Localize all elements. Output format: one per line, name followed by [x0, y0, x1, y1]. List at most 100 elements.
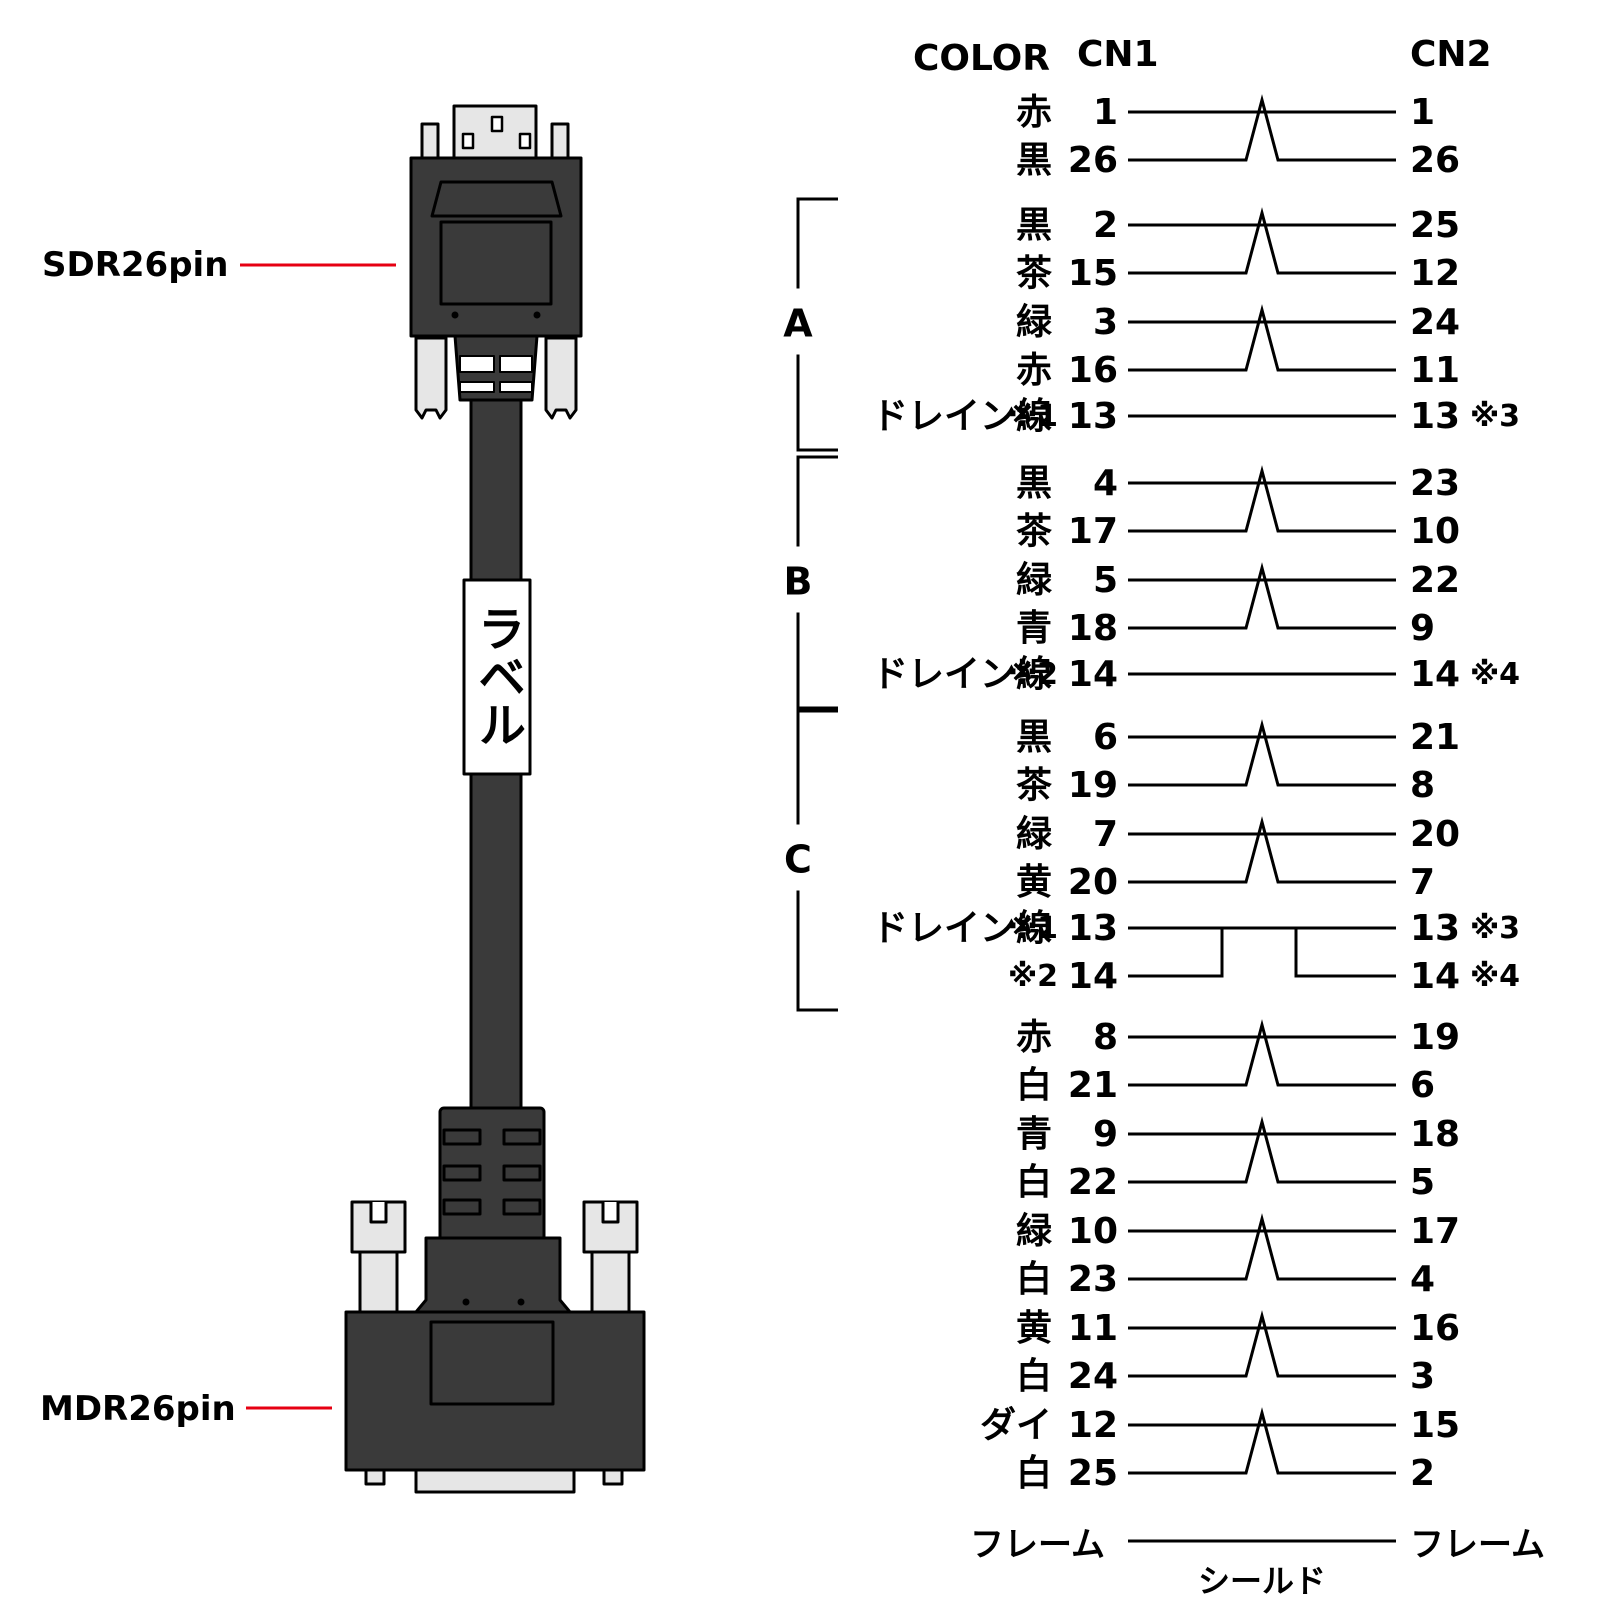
wire-color: 黒: [1016, 463, 1052, 504]
wire-color: 白: [1016, 1453, 1052, 1494]
cn1-note: ※2: [1008, 657, 1058, 692]
cn2-pin: 8: [1410, 765, 1435, 806]
cn1-pin: 16: [1068, 350, 1118, 391]
header-cn2: CN2: [1410, 34, 1492, 75]
wire-color: 赤: [1016, 1017, 1052, 1058]
wire-color: 緑: [1016, 302, 1053, 343]
header-color: COLOR: [913, 38, 1050, 79]
twist-mark: [1128, 304, 1396, 372]
header-cn1: CN1: [1077, 34, 1159, 75]
twist-mark: [1128, 1213, 1396, 1281]
cn2-pin: 19: [1410, 1017, 1460, 1058]
cn2-note: ※4: [1470, 657, 1520, 692]
wire-color: 赤: [1016, 350, 1052, 391]
cn2-note: ※4: [1470, 959, 1520, 994]
wire-color: 白: [1016, 1259, 1052, 1300]
cable-label-text: ラベル: [469, 604, 525, 748]
sdr26-connector: [409, 104, 583, 420]
group-label: B: [784, 560, 813, 604]
shield-label: シールド: [1198, 1562, 1326, 1600]
cn2-pin: 23: [1410, 463, 1460, 504]
mdr26-connector: [344, 1106, 646, 1494]
cn2-pin: 15: [1410, 1405, 1460, 1446]
cn1-pin: 11: [1068, 1308, 1118, 1349]
sdr26-label: SDR26pin: [42, 245, 228, 285]
cn2-pin: 18: [1410, 1114, 1460, 1155]
twist-mark: [1128, 1407, 1396, 1475]
wire-color: 茶: [1016, 253, 1053, 294]
group-bracket: [796, 709, 838, 1012]
group-label: A: [783, 302, 813, 346]
cn2-pin: 7: [1410, 862, 1435, 903]
cn1-pin: 10: [1068, 1211, 1118, 1252]
cn1-pin: 17: [1068, 511, 1118, 552]
twist-mark: [1128, 94, 1396, 162]
cn1-pin: 13: [1068, 908, 1118, 949]
wire-color: 白: [1016, 1162, 1052, 1203]
cn2-pin: 10: [1410, 511, 1460, 552]
cn1-pin: 25: [1068, 1453, 1118, 1494]
cn1-pin: 22: [1068, 1162, 1118, 1203]
twist-mark: [1128, 719, 1396, 787]
wire-color: 青: [1016, 1114, 1052, 1155]
cn1-note: ※2: [1008, 959, 1058, 994]
wire-color: ドレイン線: [872, 908, 1052, 949]
cn1-pin: 1: [1093, 92, 1118, 133]
cn2-pin: 3: [1410, 1356, 1435, 1397]
cn1-pin: 7: [1093, 814, 1118, 855]
cn1-pin: 3: [1093, 302, 1118, 343]
twist-mark: [1128, 1116, 1396, 1184]
cn2-pin: 6: [1410, 1065, 1435, 1106]
cn2-pin: 13: [1410, 908, 1460, 949]
drain-join-left: [1128, 928, 1224, 978]
wire-color: 白: [1016, 1356, 1052, 1397]
wire-color: 緑: [1016, 560, 1053, 601]
cn1-note: ※1: [1008, 911, 1058, 946]
wire-color: ダイ: [980, 1405, 1052, 1446]
twist-mark: [1128, 207, 1396, 275]
frame-left-label: フレーム: [970, 1525, 1105, 1565]
cn1-pin: 6: [1093, 717, 1118, 758]
wire-color: 黄: [1016, 1308, 1052, 1349]
wire-color: 黄: [1016, 862, 1052, 903]
cn1-pin: 4: [1093, 463, 1118, 504]
cn1-pin: 26: [1068, 140, 1118, 181]
wire-color: 緑: [1016, 814, 1053, 855]
cn2-note: ※3: [1470, 399, 1520, 434]
cn2-pin: 24: [1410, 302, 1460, 343]
cn2-pin: 25: [1410, 205, 1460, 246]
twist-mark: [1128, 816, 1396, 884]
cn1-pin: 21: [1068, 1065, 1118, 1106]
wire-color: 黒: [1016, 140, 1052, 181]
cn1-pin: 8: [1093, 1017, 1118, 1058]
cn1-pin: 13: [1068, 396, 1118, 437]
cn2-note: ※3: [1470, 911, 1520, 946]
wire-color: ドレイン線: [872, 654, 1052, 695]
cn2-pin: 26: [1410, 140, 1460, 181]
cn2-pin: 9: [1410, 608, 1435, 649]
wire-color: 黒: [1016, 205, 1052, 246]
cn1-note: ※1: [1008, 399, 1058, 434]
twist-mark: [1128, 1310, 1396, 1378]
cn1-pin: 20: [1068, 862, 1118, 903]
drain-join-right: [1294, 928, 1396, 978]
cn1-pin: 23: [1068, 1259, 1118, 1300]
wire-color: 茶: [1016, 511, 1053, 552]
cn2-pin: 16: [1410, 1308, 1460, 1349]
cn2-pin: 14: [1410, 654, 1460, 695]
group-bracket: [796, 455, 838, 710]
twist-mark: [1128, 465, 1396, 533]
cn1-pin: 9: [1093, 1114, 1118, 1155]
twist-mark: [1128, 1019, 1396, 1087]
group-label: C: [784, 838, 812, 882]
cable-label-tag: [462, 578, 532, 776]
cn1-pin: 15: [1068, 253, 1118, 294]
wire-color: 茶: [1016, 765, 1053, 806]
cn2-pin: 5: [1410, 1162, 1435, 1203]
cn1-pin: 2: [1093, 205, 1118, 246]
cn2-pin: 20: [1410, 814, 1460, 855]
cn2-pin: 21: [1410, 717, 1460, 758]
twist-mark: [1128, 562, 1396, 630]
